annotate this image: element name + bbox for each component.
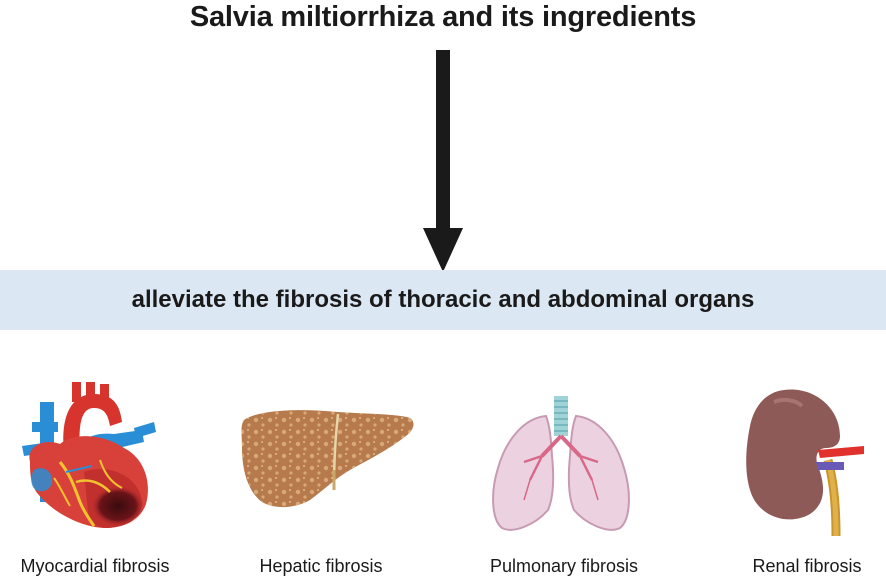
liver-icon xyxy=(241,410,414,508)
organ-label: Pulmonary fibrosis xyxy=(489,556,639,576)
diagram-title: Salvia miltiorrhiza and its ingredients xyxy=(189,1,697,33)
down-arrow-icon xyxy=(423,50,463,272)
lungs-icon xyxy=(492,396,630,531)
organ-label: Hepatic fibrosis xyxy=(259,556,383,576)
organ-label: Renal fibrosis xyxy=(752,556,862,576)
organ-label: Myocardial fibrosis xyxy=(20,556,170,576)
kidney-icon xyxy=(746,389,864,536)
banner-text: alleviate the fibrosis of thoracic and a… xyxy=(131,286,755,313)
heart-icon xyxy=(22,382,156,528)
effect-banner xyxy=(0,270,886,330)
